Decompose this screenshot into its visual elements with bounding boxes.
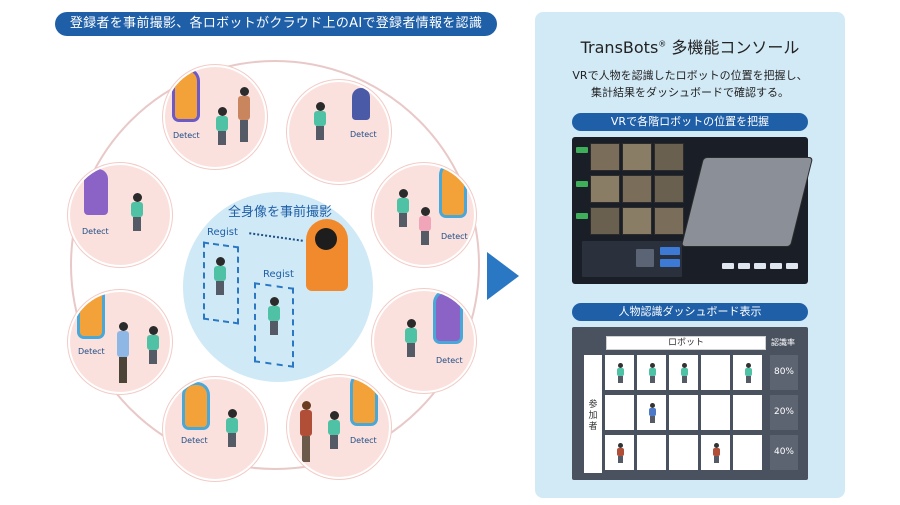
top-banner: 登録者を事前撮影、各ロボットがクラウド上のAIで登録者情報を認識 <box>55 12 497 36</box>
child-figure <box>313 102 327 140</box>
dashboard-participant-column: 参加者 <box>584 355 602 473</box>
dashboard-cell <box>701 435 730 470</box>
detect-label: Detect <box>441 232 468 241</box>
section-vr-label: VRで各階ロボットの位置を把握 <box>572 113 808 131</box>
detect-label: Detect <box>78 347 105 356</box>
dpad-control <box>636 249 654 267</box>
camera-tile <box>622 143 652 171</box>
ghost-robot <box>84 169 108 215</box>
detect-label: Detect <box>173 131 200 140</box>
dashboard-cell <box>605 355 634 390</box>
dashboard-cell <box>669 355 698 390</box>
vr-console-screenshot <box>572 137 814 284</box>
dashboard-cell <box>637 435 666 470</box>
child-figure <box>225 409 239 447</box>
adult-figure <box>299 401 315 465</box>
regist-label: Regist <box>207 227 238 238</box>
camera-tile <box>622 175 652 203</box>
detect-node-bottom-right-lower <box>287 375 391 479</box>
dashboard-rate-header: 認識率 <box>771 338 795 347</box>
camera-tile <box>590 207 620 235</box>
detect-label: Detect <box>82 227 109 236</box>
flow-arrow <box>487 252 519 300</box>
adult-figure <box>116 322 132 386</box>
dashboard-cell <box>701 355 730 390</box>
camera-tile <box>590 143 620 171</box>
pumpkin-robot <box>80 292 102 336</box>
detect-node-bottom-right <box>372 289 476 393</box>
ring-connector <box>70 60 480 470</box>
dashboard-cell <box>733 395 762 430</box>
pumpkin-robot <box>442 165 464 215</box>
panel-description: VRで人物を認識したロボットの位置を把握し、 集計結果をダッシュボードで確認する… <box>572 69 808 99</box>
nav-button <box>722 263 734 269</box>
camera-tile <box>654 143 684 171</box>
status-button <box>576 181 588 187</box>
dashboard-cell <box>669 395 698 430</box>
nav-button <box>754 263 766 269</box>
detect-label: Detect <box>350 130 377 139</box>
child-figure <box>130 193 144 231</box>
child-figure <box>146 326 160 364</box>
camera-tile <box>654 207 684 235</box>
girl-figure <box>418 207 432 245</box>
detect-label: Detect <box>436 356 463 365</box>
nav-button <box>738 263 750 269</box>
detect-node-top-right <box>287 80 391 184</box>
detect-node-left <box>68 163 172 267</box>
ghost-robot <box>436 293 460 341</box>
detect-node-right <box>372 163 476 267</box>
dashboard-cell <box>637 395 666 430</box>
nav-button <box>660 259 680 267</box>
regist-label: Regist <box>263 269 294 280</box>
camera-tile <box>622 207 652 235</box>
registered-child <box>267 297 281 335</box>
camera-tile <box>654 175 684 203</box>
nav-button <box>786 263 798 269</box>
pumpkin-robot <box>353 377 375 423</box>
dashboard-robot-header: ロボット <box>606 336 766 350</box>
child-figure <box>404 319 418 357</box>
witch-robot <box>185 385 207 427</box>
nav-button <box>660 247 680 255</box>
detect-label: Detect <box>181 436 208 445</box>
dashboard-cell <box>605 435 634 470</box>
adult-figure <box>237 87 253 143</box>
dashboard-cell <box>669 435 698 470</box>
dashboard-cell <box>637 355 666 390</box>
dashboard-rate: 40% <box>770 435 798 470</box>
dashboard-cell <box>733 435 762 470</box>
detect-node-top <box>163 65 267 169</box>
child-figure <box>215 107 229 145</box>
detect-label: Detect <box>350 436 377 445</box>
center-title: 全身像を事前撮影 <box>227 205 332 220</box>
camera-tile <box>590 175 620 203</box>
detect-node-bottom <box>163 377 267 481</box>
floor-map-3d <box>680 157 814 247</box>
section-dashboard-label: 人物認識ダッシュボード表示 <box>572 303 808 321</box>
dashboard-cell <box>701 395 730 430</box>
child-figure <box>327 411 341 449</box>
dashboard-rate: 20% <box>770 395 798 430</box>
nav-button <box>770 263 782 269</box>
child-figure <box>396 189 410 227</box>
status-button <box>576 213 588 219</box>
ghost-robot-face <box>315 228 337 250</box>
witch-robot <box>352 88 370 120</box>
registered-child <box>213 257 227 295</box>
dashboard-rate: 80% <box>770 355 798 390</box>
detect-node-bottom-left <box>68 290 172 394</box>
dashboard-cell <box>733 355 762 390</box>
panel-title: TransBots® 多機能コンソール <box>580 38 800 57</box>
pumpkin-robot <box>175 71 197 119</box>
dashboard-cell <box>605 395 634 430</box>
status-button <box>576 147 588 153</box>
